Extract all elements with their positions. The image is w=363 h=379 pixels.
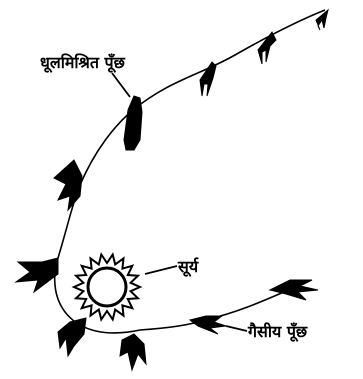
- sun-rays: [74, 255, 140, 320]
- comet-plume: [190, 316, 226, 334]
- sun-label: सूर्य: [178, 259, 198, 275]
- gas-tail-leader: [226, 326, 247, 331]
- comet-plume: [58, 318, 86, 356]
- comet-plume: [16, 258, 58, 292]
- comet-plume: [200, 62, 216, 96]
- comet-plume: [124, 96, 142, 150]
- dust-tail-label: धूलमिश्रित पूँछ: [40, 55, 125, 71]
- dust-tail-leader: [112, 73, 130, 97]
- sun-leader: [145, 266, 177, 274]
- comet-plume: [270, 280, 318, 300]
- sun-disc: [88, 268, 126, 306]
- comet-plume: [120, 334, 146, 370]
- sun-icon: [74, 255, 140, 320]
- gas-tail-label: गैसीय पूँछ: [248, 324, 307, 340]
- comet-plume: [54, 160, 82, 210]
